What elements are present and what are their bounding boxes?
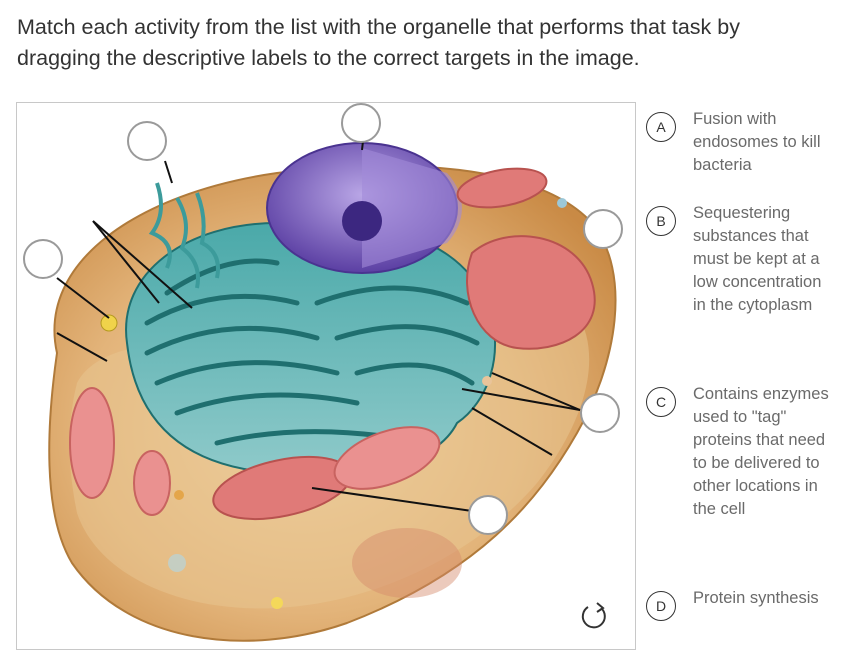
drop-target-vesicle[interactable] [23, 239, 63, 279]
golgi-strands [148, 182, 220, 289]
drop-target-golgi[interactable] [127, 121, 167, 161]
cell-diagram [16, 102, 636, 650]
option-c-text: Contains enzymes used to "tag" proteins … [693, 385, 829, 518]
question-text: Match each activity from the list with t… [17, 15, 740, 70]
drop-target-mitochondrion-upper[interactable] [583, 209, 623, 249]
option-b-letter: B [646, 206, 676, 236]
option-d-text: Protein synthesis [693, 589, 819, 607]
drop-target-er[interactable] [580, 393, 620, 433]
leader-lines [56, 140, 581, 512]
option-d[interactable]: D Protein synthesis [646, 587, 833, 621]
option-a-letter: A [646, 112, 676, 142]
nucleolus [342, 201, 382, 241]
vesicle [100, 314, 118, 332]
option-b[interactable]: B Sequestering substances that must be k… [646, 202, 833, 317]
drop-target-nucleus[interactable] [341, 103, 381, 143]
option-b-text: Sequestering substances that must be kep… [693, 204, 822, 314]
mitochondria-group [69, 167, 596, 521]
option-a-text: Fusion with endosomes to kill bacteria [693, 110, 821, 174]
option-a[interactable]: A Fusion with endosomes to kill bacteria [646, 108, 833, 177]
reset-button[interactable] [577, 600, 611, 634]
option-c[interactable]: C Contains enzymes used to "tag" protein… [646, 383, 833, 521]
drop-target-mitochondrion-lower[interactable] [468, 495, 508, 535]
reset-icon [581, 602, 606, 629]
option-c-letter: C [646, 387, 676, 417]
cell-illustration [48, 140, 617, 642]
option-d-letter: D [646, 591, 676, 621]
